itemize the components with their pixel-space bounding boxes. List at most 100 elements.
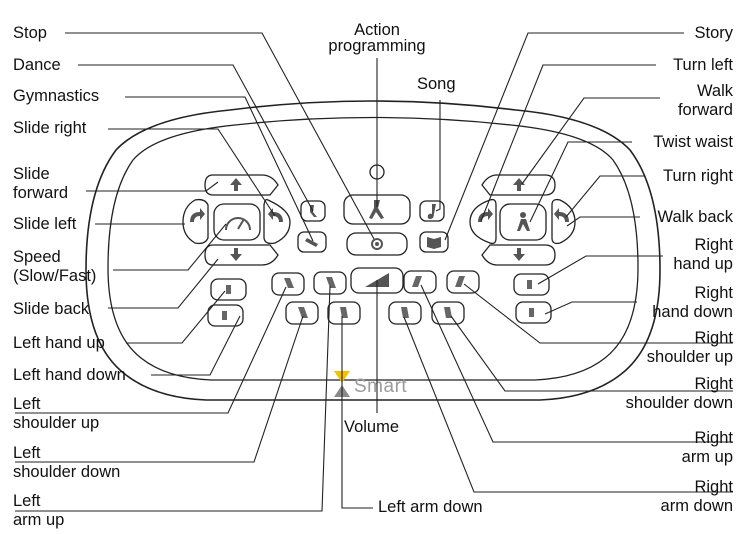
slide-forward-leader xyxy=(86,181,219,192)
label-left-arm-down: Left arm down xyxy=(378,498,483,516)
arm-icon xyxy=(284,278,294,288)
turn-left-button[interactable] xyxy=(469,198,497,245)
label-right-hand-up: Right hand up xyxy=(673,236,733,273)
left-dpad xyxy=(182,174,291,266)
logo-text: Smart xyxy=(354,376,407,397)
right-limb-buttons xyxy=(388,270,552,325)
limb-button-icons xyxy=(222,276,534,320)
turn-right-button[interactable] xyxy=(551,198,576,245)
left-arm-down-leader xyxy=(341,316,373,509)
label-slide-back: Slide back xyxy=(13,300,90,318)
label-speed: Speed (Slow/Fast) xyxy=(13,248,97,285)
right-arm-up-button[interactable] xyxy=(446,270,480,294)
speed-gauge-needle-icon xyxy=(237,218,245,230)
arm-icon xyxy=(340,307,348,318)
twist-waist-leader xyxy=(529,141,632,223)
left-limb-buttons xyxy=(207,271,361,327)
label-right-arm-up: Right arm up xyxy=(681,429,733,466)
leader-lines xyxy=(15,32,733,512)
right-shoulder-down-leader xyxy=(450,315,733,392)
arm-icon xyxy=(444,307,452,318)
runner-icon xyxy=(369,200,384,219)
story-leader xyxy=(444,32,684,241)
smart-logo: Smart xyxy=(334,371,407,397)
left-hand-up-leader xyxy=(126,290,226,344)
label-dance: Dance xyxy=(13,56,61,74)
slide-back-leader xyxy=(108,258,219,309)
label-turn-right: Turn right xyxy=(663,167,733,185)
right-arm-up-leader xyxy=(420,284,733,443)
remote-outer-shell xyxy=(85,100,661,401)
arm-icon xyxy=(401,307,409,318)
right-shoulder-up-button[interactable] xyxy=(403,270,437,294)
speed-leader xyxy=(113,223,227,271)
arm-icon xyxy=(326,277,336,288)
label-stop: Stop xyxy=(13,24,47,42)
slide-right-button[interactable] xyxy=(263,198,291,245)
left-shoulder-up-leader xyxy=(15,286,287,414)
label-left-hand-up: Left hand up xyxy=(13,334,105,352)
turn-left-arrow-icon xyxy=(190,208,205,222)
arm-icon xyxy=(298,307,308,318)
label-left-hand-down: Left hand down xyxy=(13,366,126,384)
twist-waist-body-icon xyxy=(517,219,530,231)
hand-icon xyxy=(527,280,532,289)
speed-button[interactable] xyxy=(213,203,261,241)
stop-icon xyxy=(371,238,383,250)
hand-icon xyxy=(529,308,534,317)
arm-icon xyxy=(412,276,422,287)
label-slide-right: Slide right xyxy=(13,119,87,137)
label-right-shoulder-down: Right shoulder down xyxy=(625,375,733,412)
song-leader xyxy=(435,100,441,212)
turn-right-icon xyxy=(554,208,569,222)
label-walk-back: Walk back xyxy=(657,208,734,226)
label-right-shoulder-up: Right shoulder up xyxy=(646,329,733,366)
left-arm-up-leader xyxy=(15,285,331,512)
left-shoulder-down-leader xyxy=(15,315,304,463)
gymnastics-leader xyxy=(125,96,314,242)
book-icon xyxy=(427,237,441,249)
gymnastics-icon xyxy=(305,238,318,247)
left-hand-down-leader xyxy=(151,315,241,376)
walk-forward-leader xyxy=(521,97,660,185)
speed-gauge-icon xyxy=(225,217,251,231)
right-shoulder-up-leader xyxy=(463,283,733,344)
hand-icon xyxy=(226,285,231,294)
label-left-arm-up: Left arm up xyxy=(13,492,65,529)
slide-right-leader xyxy=(108,128,276,217)
walk-back-icon xyxy=(513,248,525,261)
twist-waist-icon xyxy=(520,212,526,218)
stop-dot-icon xyxy=(375,242,379,246)
right-hand-up-leader xyxy=(537,255,663,285)
label-slide-left: Slide left xyxy=(13,215,77,233)
stop-leader xyxy=(65,32,375,240)
dance-leader xyxy=(78,64,314,212)
label-left-shoulder-up: Left shoulder up xyxy=(13,395,100,432)
label-volume: Volume xyxy=(344,418,400,436)
down-arrow-icon xyxy=(230,248,242,261)
walk-back-leader xyxy=(566,216,640,227)
label-walk-forward: Walk forward xyxy=(677,82,733,119)
hand-icon xyxy=(222,311,227,320)
label-left-shoulder-down: Left shoulder down xyxy=(13,444,121,481)
label-gymnastics: Gymnastics xyxy=(13,87,100,105)
right-hand-down-leader xyxy=(544,301,637,315)
label-slide-forward: Slide forward xyxy=(13,165,69,202)
up-arrow-icon xyxy=(230,178,242,191)
label-action-programming: Action programming xyxy=(328,21,426,55)
label-twist-waist: Twist waist xyxy=(653,133,733,151)
right-arm-down-leader xyxy=(403,316,733,493)
turn-right-leader xyxy=(565,175,645,218)
walk-forward-icon xyxy=(513,178,525,191)
turn-left-leader xyxy=(480,64,656,222)
label-right-hand-down: Right hand down xyxy=(652,284,733,321)
slide-left-button[interactable] xyxy=(182,198,209,245)
label-song: Song xyxy=(417,75,456,93)
arm-icon xyxy=(455,276,465,287)
label-turn-left: Turn left xyxy=(673,56,733,74)
music-note-icon xyxy=(427,204,436,219)
label-right-arm-down: Right arm down xyxy=(660,478,733,515)
label-story: Story xyxy=(694,24,733,42)
